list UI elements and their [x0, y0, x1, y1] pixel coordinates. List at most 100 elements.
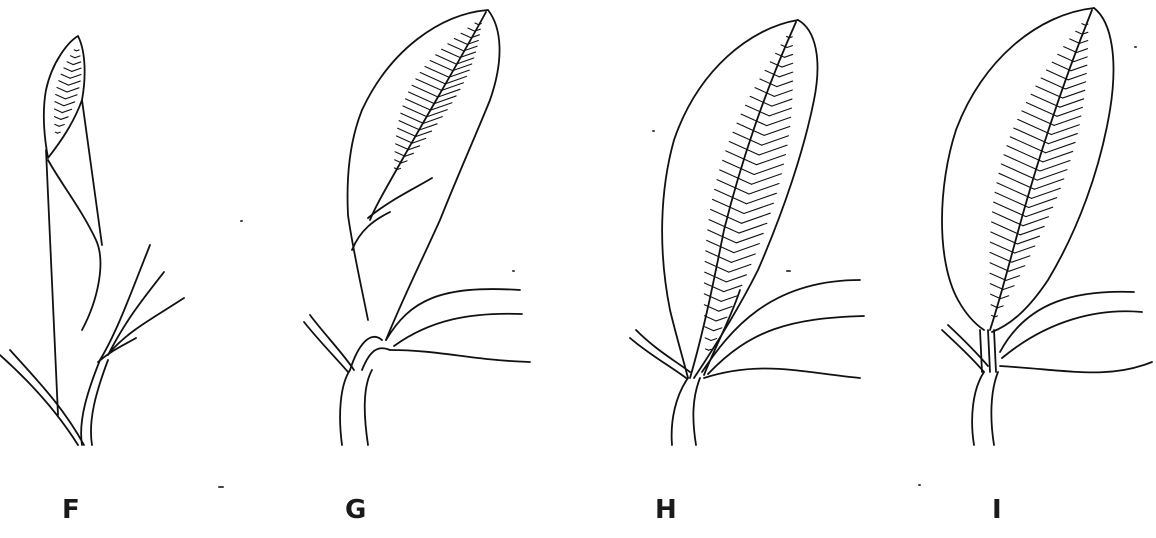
- leaf-vein: [58, 132, 61, 133]
- leaf-vein: [454, 38, 467, 44]
- leaf-vein: [56, 94, 66, 98]
- leaf-vein: [396, 144, 409, 150]
- leaf-vein: [468, 28, 475, 31]
- leaf-vein: [73, 62, 80, 65]
- leaf-vein: [65, 95, 77, 99]
- leaf-vein: [705, 327, 714, 331]
- scan-speck: [512, 270, 515, 272]
- leaf-vein: [749, 184, 779, 195]
- panel-i-drawing: [928, 0, 1156, 470]
- leaf-vein: [741, 213, 770, 223]
- leaf-vein: [1010, 137, 1045, 153]
- leaf-vein: [75, 56, 80, 58]
- leaf-vein: [1012, 256, 1030, 262]
- leaf-vein: [760, 79, 777, 87]
- leaf-vein: [1004, 155, 1040, 171]
- leaf-vein: [425, 66, 449, 77]
- leaf-vein: [992, 212, 1023, 226]
- leaf-vein: [746, 105, 770, 116]
- panel-label-g: G: [345, 497, 366, 523]
- leaf-vein: [1009, 266, 1025, 272]
- leaf-vein: [1000, 296, 1008, 299]
- leaf-vein: [1077, 49, 1088, 53]
- leaf-vein: [1048, 134, 1077, 144]
- leaf-vein: [57, 88, 67, 93]
- scan-speck: [652, 130, 655, 132]
- leaf-vein: [1043, 151, 1073, 161]
- leaf-vein: [774, 90, 792, 96]
- scan-speck: [240, 220, 243, 222]
- leaf-vein: [395, 152, 405, 156]
- scan-speck: [218, 486, 224, 488]
- leaf-vein: [1026, 103, 1057, 117]
- leaf-vein: [1007, 146, 1043, 162]
- leaf-vein: [1047, 70, 1069, 80]
- leaf-vein: [787, 46, 793, 48]
- panel-label-h: H: [655, 497, 677, 523]
- leaf-vein: [764, 126, 790, 135]
- leaf-vein: [726, 275, 746, 282]
- leaf-vein: [1032, 188, 1061, 198]
- leaf-vein: [1003, 286, 1014, 290]
- leaf-vein: [1046, 142, 1075, 152]
- leaf-vein: [769, 108, 791, 116]
- leaf-vein: [430, 61, 453, 71]
- leaf-vein: [1001, 164, 1037, 180]
- leaf-vein: [1026, 207, 1053, 216]
- leaf-vein: [767, 117, 791, 125]
- leaf-vein: [772, 99, 792, 106]
- leaf-vein: [711, 339, 717, 341]
- leaf-vein: [1074, 57, 1087, 62]
- leaf-vein: [67, 62, 73, 65]
- leaf-vein: [54, 109, 62, 113]
- leaf-vein: [397, 136, 413, 143]
- leaf-vein: [398, 128, 416, 136]
- leaf-vein: [76, 50, 79, 51]
- leaf-vein: [990, 242, 1014, 253]
- leaf-vein: [737, 123, 764, 135]
- leaf-vein: [54, 117, 60, 120]
- scan-speck: [1134, 46, 1137, 48]
- leaf-vein: [67, 88, 79, 92]
- leaf-vein: [1057, 107, 1083, 116]
- leaf-vein: [1031, 94, 1060, 107]
- leaf-vein: [991, 232, 1018, 244]
- leaf-vein: [750, 96, 772, 106]
- panel-h-drawing: [620, 0, 890, 470]
- leaf-vein: [759, 145, 787, 155]
- leaf-vein: [403, 106, 427, 117]
- leaf-vein: [461, 33, 471, 37]
- leaf-vein: [1076, 31, 1083, 34]
- leaf-vein: [736, 233, 763, 242]
- leaf-vein: [1058, 54, 1074, 61]
- panel-label-f: F: [62, 497, 80, 523]
- leaf-vein: [1034, 179, 1063, 189]
- leaf-vein: [717, 180, 749, 194]
- leaf-vein: [705, 338, 711, 341]
- leaf-vein: [1054, 116, 1081, 125]
- leaf-vein: [1006, 276, 1019, 281]
- leaf-vein: [704, 283, 723, 292]
- leaf-vein: [1051, 125, 1079, 135]
- leaf-vein: [998, 306, 1004, 308]
- leaf-vein: [1037, 170, 1067, 180]
- leaf-vein: [59, 81, 69, 85]
- leaf-vein: [752, 174, 782, 184]
- leaf-vein: [436, 55, 457, 64]
- leaf-vein: [777, 81, 793, 87]
- leaf-vein: [59, 124, 64, 126]
- leaf-vein: [1070, 39, 1080, 43]
- leaf-vein: [55, 124, 59, 126]
- leaf-vein: [990, 273, 1006, 280]
- leaf-vein: [399, 121, 420, 130]
- scan-speck: [786, 270, 791, 272]
- scan-speck: [918, 484, 921, 486]
- leaf-vein: [1068, 73, 1086, 79]
- leaf-vein: [992, 222, 1021, 235]
- leaf-vein: [61, 117, 68, 120]
- leaf-vein: [733, 132, 762, 145]
- leaf-vein: [770, 62, 782, 67]
- leaf-vein: [61, 74, 70, 78]
- leaf-vein: [64, 68, 72, 72]
